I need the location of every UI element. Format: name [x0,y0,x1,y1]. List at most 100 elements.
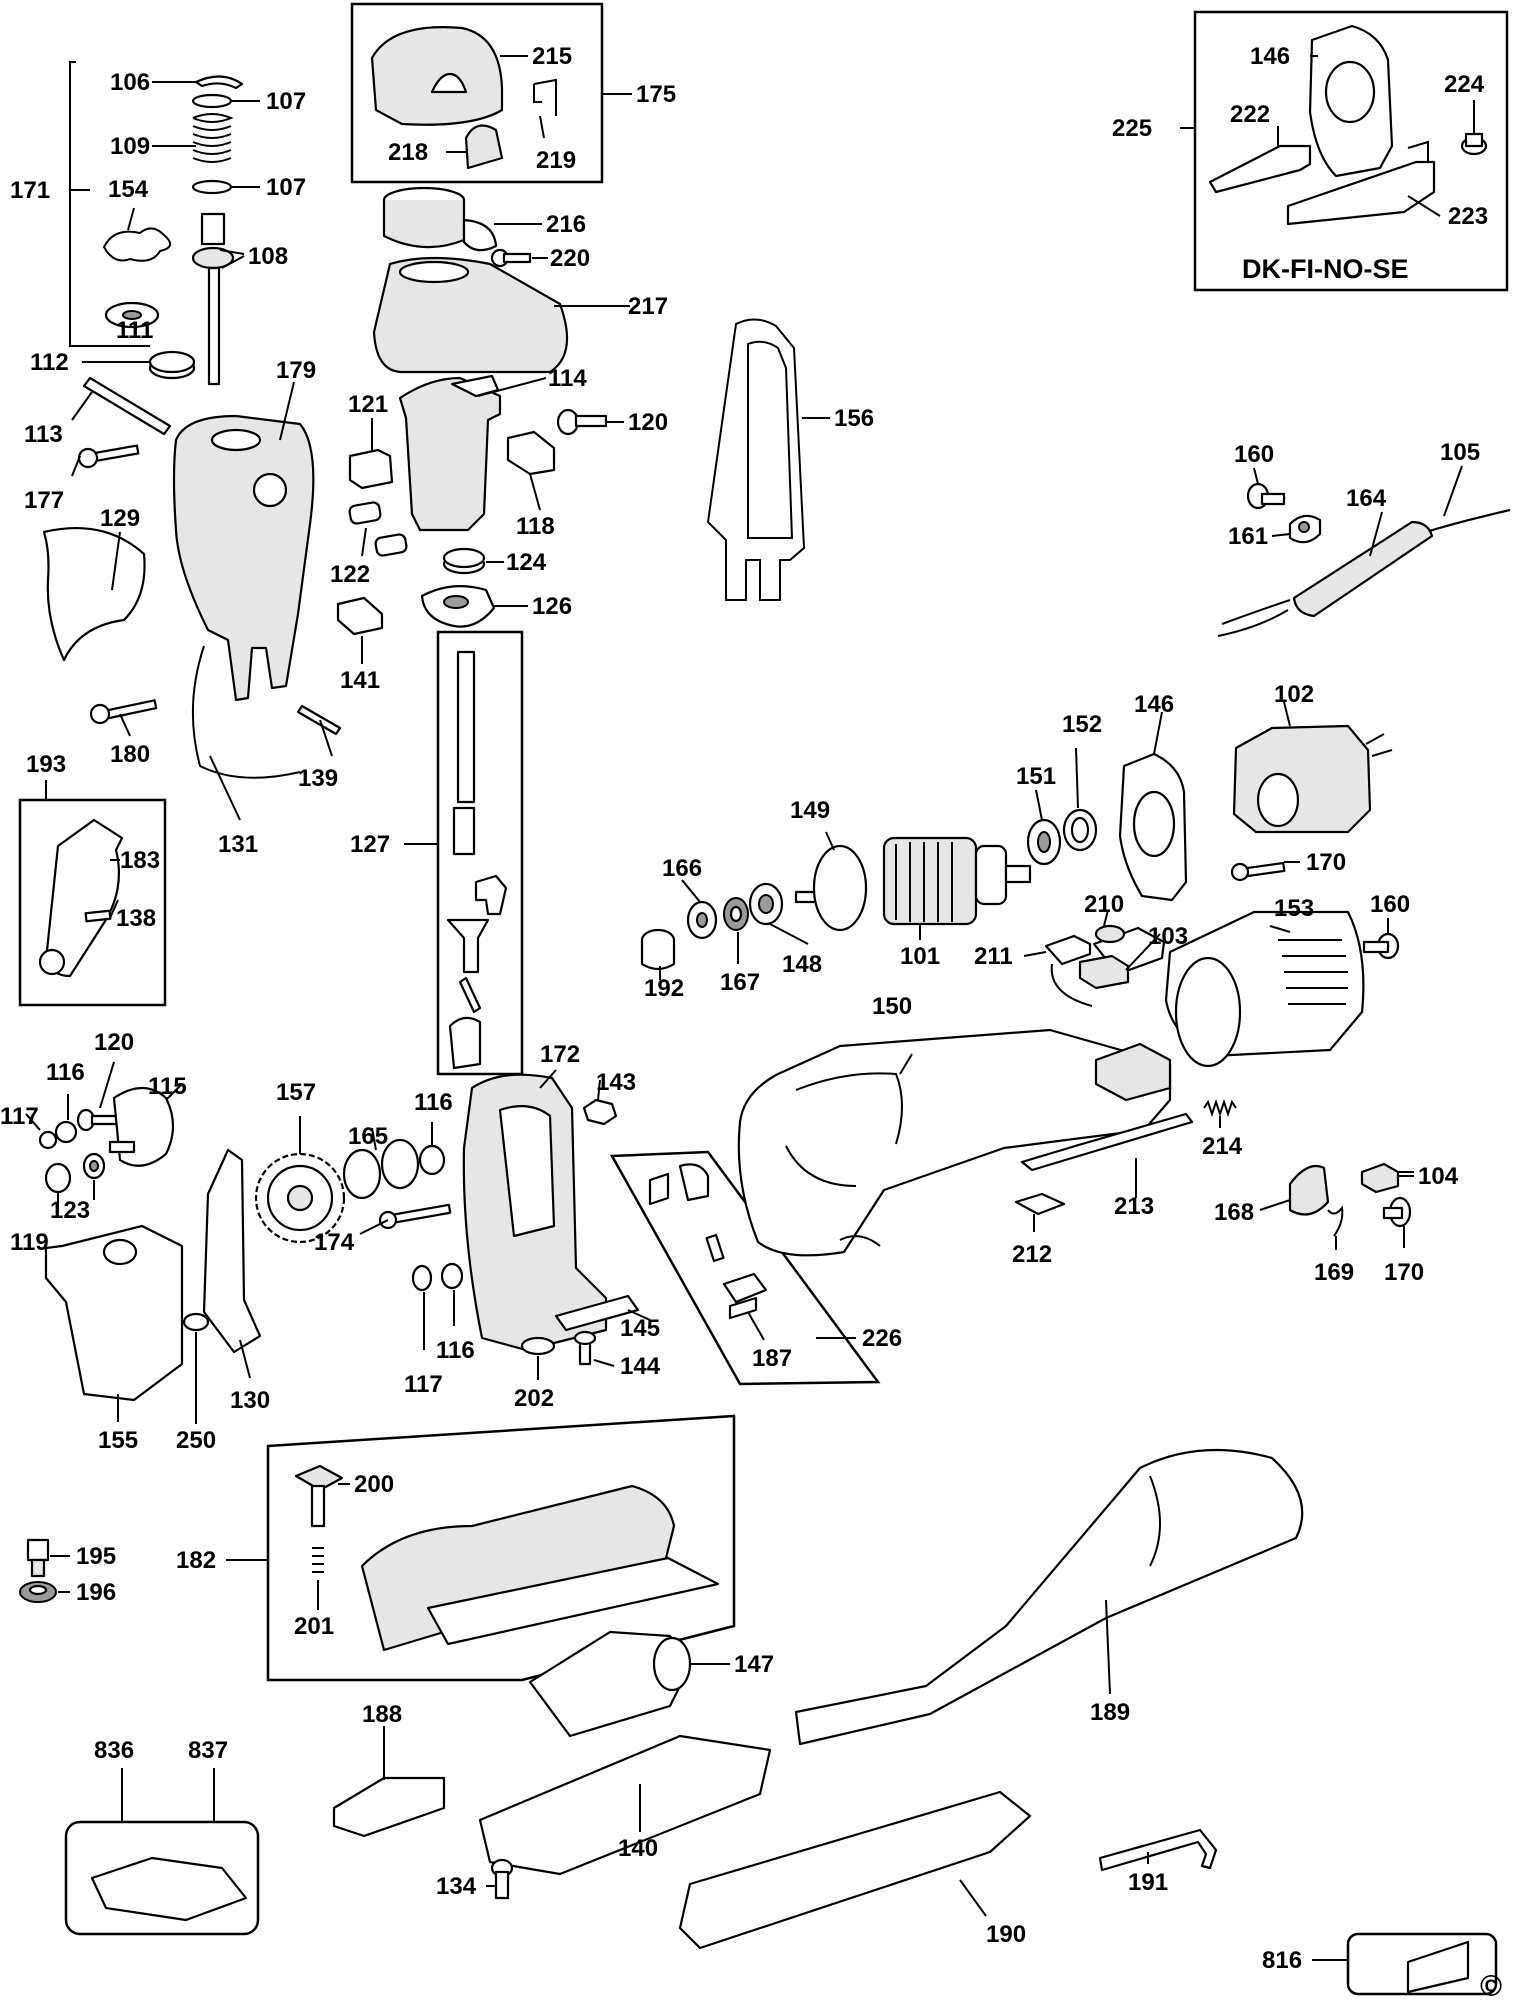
washer-166-drawing [686,900,718,940]
clip-219-drawing [533,78,557,116]
callout-label: 149 [790,797,830,824]
callout-label: 180 [110,741,150,768]
callout-label: 193 [26,751,66,778]
washer-111-drawing [104,301,160,329]
copyright-mark: © [1480,1970,1502,2000]
ring-152-drawing [1062,808,1098,852]
callout-label: 121 [348,391,388,418]
callout-label: 164 [1346,485,1387,512]
block-141-drawing [336,596,384,636]
callout-label: 143 [596,1069,636,1096]
gearbox-172-drawing [462,1073,608,1352]
screw-224-drawing [1460,132,1488,156]
block-118-drawing [506,430,556,476]
washer-107-drawing [191,93,233,195]
callout-label: 215 [532,43,572,70]
callout-label: 225 [1112,115,1152,142]
callout-label: 168 [1214,1199,1254,1226]
cover-155-drawing [44,1224,184,1402]
callout-label: 187 [752,1345,792,1372]
block-121-drawing [348,448,394,490]
cap-168-drawing [1288,1164,1330,1216]
washer-116-drawing [418,1144,446,1176]
dust-nozzle-189-drawing [794,1448,1304,1746]
storage-case-box [64,1820,260,1936]
callout-label: 250 [176,1427,216,1454]
callout-label: 211 [974,943,1013,970]
callout-label: 129 [100,505,140,532]
callout-label: 216 [546,211,586,238]
callout-label: 212 [1012,1241,1052,1268]
callout-label: 224 [1444,71,1485,98]
callout-label: 222 [1230,101,1270,128]
plate-115-drawing [108,1086,175,1167]
callout-label: 138 [116,905,156,932]
callout-label: 202 [514,1385,554,1412]
callout-label: 175 [636,81,676,108]
callout-label: 189 [1090,1699,1130,1726]
callout-label: 117 [0,1103,39,1130]
callout-label: 127 [350,831,390,858]
callout-label: 141 [340,667,380,694]
callout-label: 190 [986,1921,1026,1948]
part-212-drawing [1014,1192,1066,1216]
callout-label: 210 [1084,891,1124,918]
shoe-140-drawing [478,1734,772,1876]
callout-label: 201 [294,1613,334,1640]
washer-202-drawing [520,1336,556,1356]
callout-label: 217 [628,293,668,320]
callout-label: 816 [1262,1947,1302,1974]
brush-holder-146-drawing [1118,752,1188,902]
callout-label: 220 [550,245,590,272]
callout-label: 170 [1306,849,1346,876]
plate-222-drawing [1208,144,1312,194]
callout-label: 213 [1114,1193,1154,1220]
callout-label: 131 [218,831,258,858]
dust-port-147-drawing [528,1630,692,1738]
rod-113-drawing [82,376,172,436]
callout-label: 139 [298,765,338,792]
callout-label: 115 [148,1073,187,1100]
callout-label: 171 [10,177,50,204]
callout-label: 214 [1202,1133,1243,1160]
bracket-183-drawing [38,818,124,978]
plate-223-drawing [1286,140,1436,226]
callout-label: 170 [1384,1259,1424,1286]
callout-label: 108 [248,243,288,270]
callout-label: 169 [1314,1259,1354,1286]
manual-box [1346,1932,1498,1996]
callout-label: 219 [536,147,576,174]
brush-holder-146-kit-drawing [1308,24,1394,178]
sleeve-216-drawing [382,186,498,252]
callout-label: 122 [330,561,370,588]
nut-196-drawing [19,1581,57,1603]
kit-dk-fi-no-se-box [1193,10,1509,292]
screw-195-drawing [26,1538,50,1578]
callout-label: 156 [834,405,874,432]
callout-label: 116 [46,1059,85,1086]
callout-label: 167 [720,969,760,996]
callout-label: 174 [314,1229,355,1256]
callout-label: 151 [1016,763,1056,790]
springs-122-drawing [348,501,408,557]
callout-label: 112 [30,349,69,376]
callout-label: 116 [414,1089,453,1116]
bushing-112-drawing [148,350,196,380]
callout-label: 101 [900,943,940,970]
callout-label: 130 [230,1387,270,1414]
callout-label: 226 [862,1325,902,1352]
manual-816-drawing [1406,1940,1470,1994]
callout-label: 177 [24,487,64,514]
switch-103-drawing [1078,954,1130,990]
rail-145-drawing [554,1294,640,1332]
callout-label: 191 [1128,1869,1168,1896]
spring-169-drawing [1327,1205,1344,1237]
circlip-106-drawing [194,75,244,90]
armature-149-101-drawing [794,836,1032,932]
callout-label: 192 [644,975,684,1002]
washers-117-116-drawing [38,1120,78,1150]
screw-180-drawing [89,699,158,725]
callout-label: 118 [516,513,555,540]
cord-sleeve-164-drawing [1217,520,1434,637]
wire-131-drawing [191,645,301,779]
